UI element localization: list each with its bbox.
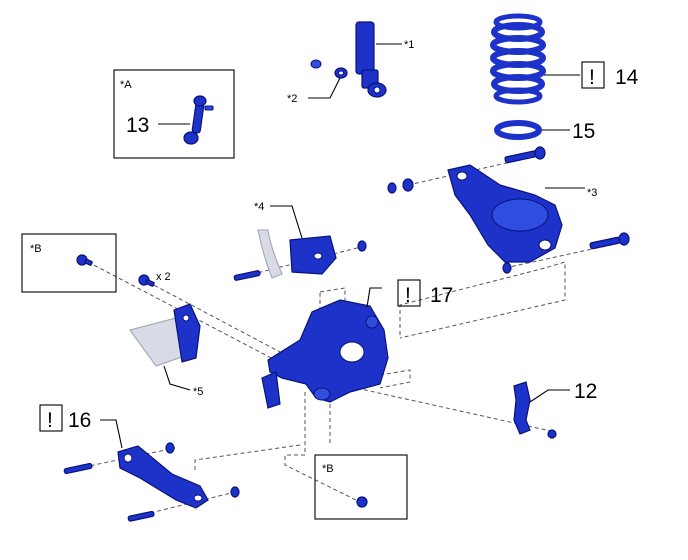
- caution-icon-16: !: [39, 404, 63, 432]
- caution-icon-17: !: [397, 279, 421, 307]
- lower-arm-bracket: [173, 303, 201, 363]
- lower-arm-bolts: [63, 442, 240, 522]
- callout-4-label: *4: [254, 201, 264, 213]
- part-17-label: 17: [430, 284, 453, 307]
- upper-arm-nuts: [387, 178, 414, 194]
- bracket-bolt: [233, 240, 367, 281]
- inset-a-box: [113, 69, 235, 159]
- callout-2-label: *2: [287, 93, 297, 105]
- callout-3-label: *3: [587, 187, 597, 199]
- shock-absorber: [355, 21, 387, 98]
- spring-insulator: [494, 120, 542, 140]
- inset-b-top-bolt: [76, 254, 93, 266]
- inset-b-bottom-nut: [356, 496, 368, 508]
- inset-a-label: *A: [120, 79, 132, 91]
- callout-5-label: *5: [193, 386, 203, 398]
- part-12-label: 12: [574, 380, 597, 403]
- bolt-pair: [138, 274, 155, 287]
- caution-mark-16: !: [47, 409, 53, 432]
- quantity-label: x 2: [156, 271, 171, 283]
- lower-control-arm: [117, 445, 209, 509]
- inset-b-bottom-box: [314, 454, 408, 520]
- part-16-label: 16: [68, 409, 91, 432]
- part-14-label: 14: [615, 66, 639, 89]
- coil-spring: [490, 13, 546, 105]
- callout-1-label: *1: [404, 39, 414, 51]
- caution-mark-14: !: [589, 66, 595, 89]
- part-15-label: 15: [572, 120, 595, 143]
- upper-arm-rear-bolt: [502, 232, 630, 274]
- inset-b-top-box: [21, 233, 117, 293]
- stabilizer-link: [183, 95, 214, 145]
- lower-mount-bracket: [289, 235, 337, 275]
- upper-arm-bolt: [504, 146, 546, 164]
- inset-b-top-label: *B: [30, 243, 42, 255]
- upper-control-arm: [447, 164, 563, 263]
- brake-hose-bracket: [513, 381, 557, 439]
- shock-washers: [310, 59, 348, 79]
- ghost-stabilizer-arm: [257, 229, 283, 279]
- rear-axle-carrier: [261, 299, 389, 409]
- part-13-label: 13: [126, 114, 149, 137]
- caution-icon-14: !: [581, 61, 605, 89]
- caution-mark-17: !: [405, 284, 411, 307]
- inset-b-bottom-label: *B: [322, 463, 334, 475]
